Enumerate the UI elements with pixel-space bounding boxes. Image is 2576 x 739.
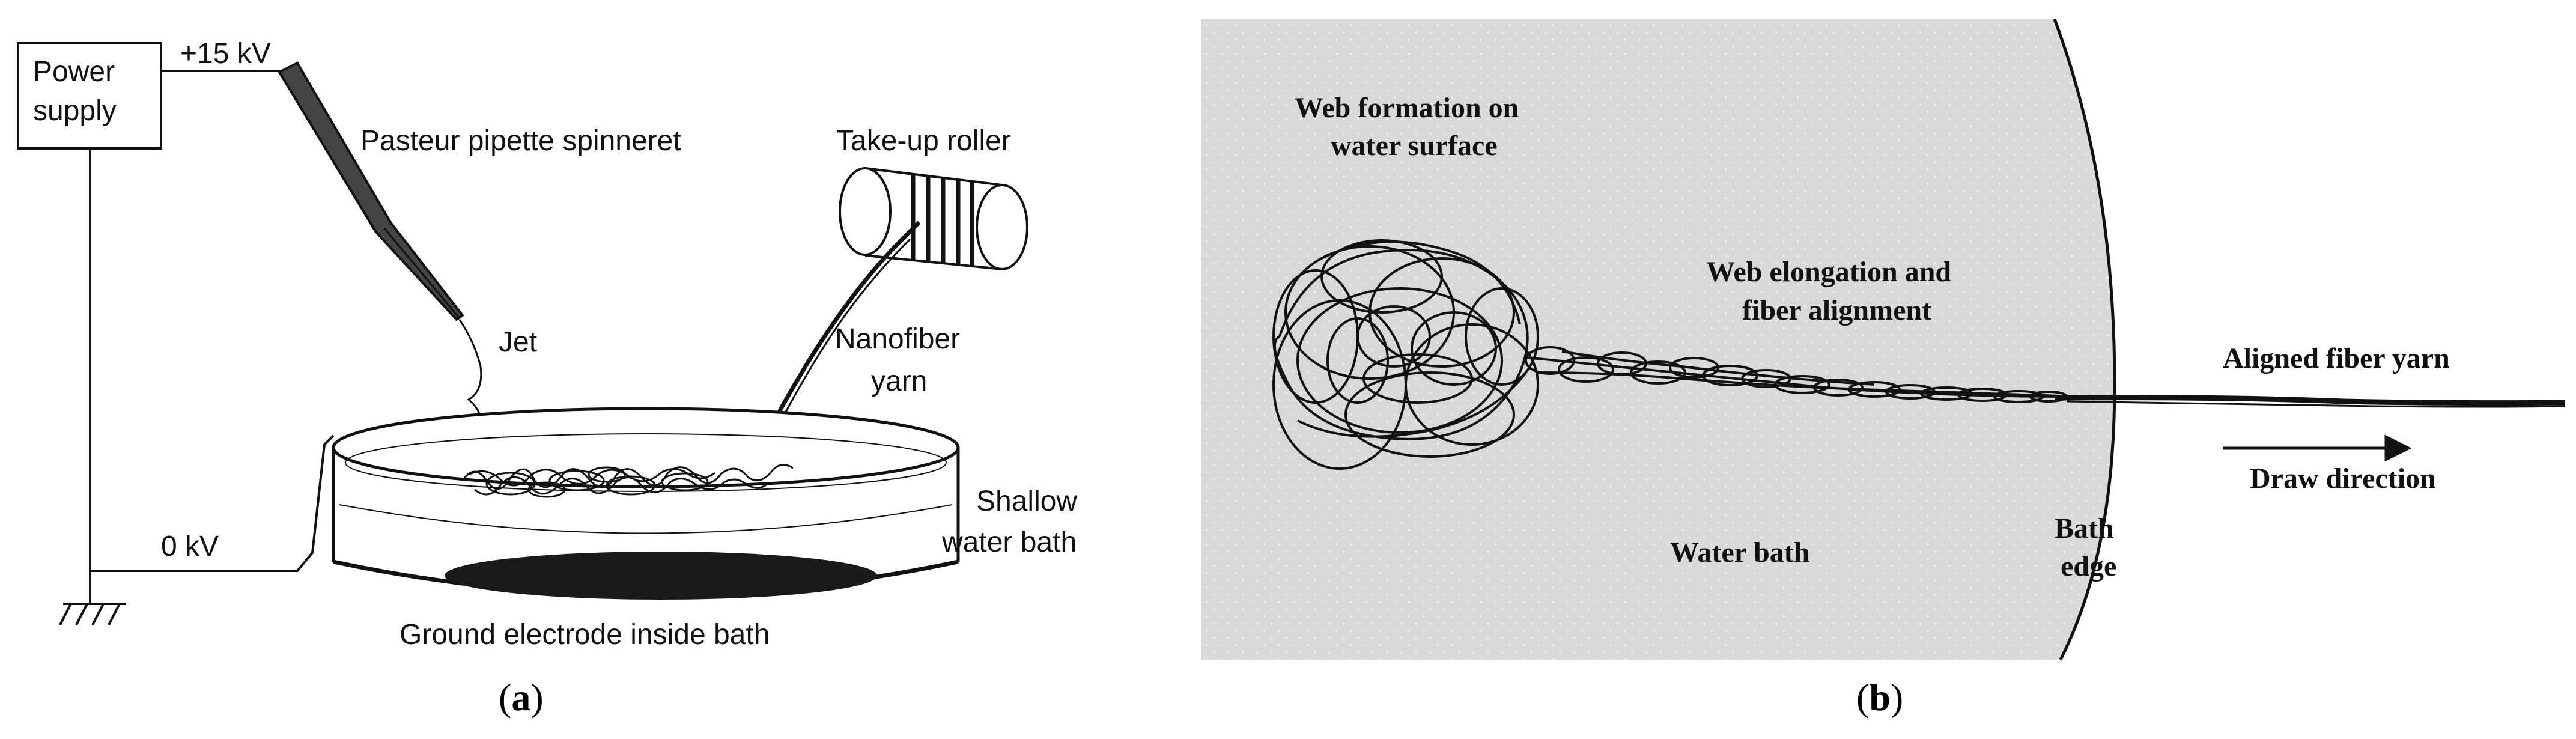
pipette-spinneret [278, 61, 464, 321]
water-bath-dish [332, 407, 960, 597]
bath-edge-curve [2053, 19, 2116, 661]
electrode-label: Ground electrode inside bath [399, 619, 770, 651]
water-bath-region [1201, 19, 2115, 660]
bath-label-line2: water bath [941, 526, 1077, 558]
yarn-label-line1: Nanofiber [835, 323, 960, 355]
web-formation-line2: water surface [1331, 130, 1498, 162]
power-supply-label-line2: supply [33, 95, 117, 127]
yarn-label-line2: yarn [871, 365, 927, 397]
jet-label: Jet [499, 326, 537, 358]
bath-label-line1: Shallow [976, 485, 1077, 517]
elongation-line1: Web elongation and [1706, 256, 1951, 288]
bath-edge-line1: Bath [2055, 512, 2114, 544]
fiber-web [1272, 239, 1539, 470]
roller-label: Take-up roller [836, 125, 1011, 157]
caption-b: (b) [1856, 676, 1903, 719]
ground-electrode [445, 552, 877, 600]
water-bath-label: Water bath [1670, 537, 1809, 568]
voltage-ground-label: 0 kV [161, 531, 219, 562]
elongation-line2: fiber alignment [1742, 294, 1931, 326]
caption-a: (a) [499, 676, 544, 719]
fiber-mat [461, 464, 794, 498]
fiber-elongation [1525, 346, 2079, 403]
aligned-fiber-yarn [2054, 395, 2566, 406]
draw-direction-label: Draw direction [2250, 463, 2436, 494]
power-supply-box [17, 42, 162, 150]
voltage-high-label: +15 kV [180, 38, 271, 70]
aligned-yarn-label: Aligned fiber yarn [2223, 342, 2450, 374]
bath-edge-line2: edge [2061, 550, 2116, 582]
ground-symbol [59, 571, 126, 625]
panel-a: Power supply +15 kV 0 kV Pasteur pipette… [17, 38, 1077, 719]
panel-b: Web formation on water surface Web elong… [1201, 19, 2566, 719]
ground-wire [89, 148, 335, 572]
power-supply-label-line1: Power [33, 56, 115, 88]
spinneret-label: Pasteur pipette spinneret [360, 125, 681, 157]
web-formation-line1: Web formation on [1295, 92, 1519, 124]
take-up-roller [839, 167, 1028, 270]
